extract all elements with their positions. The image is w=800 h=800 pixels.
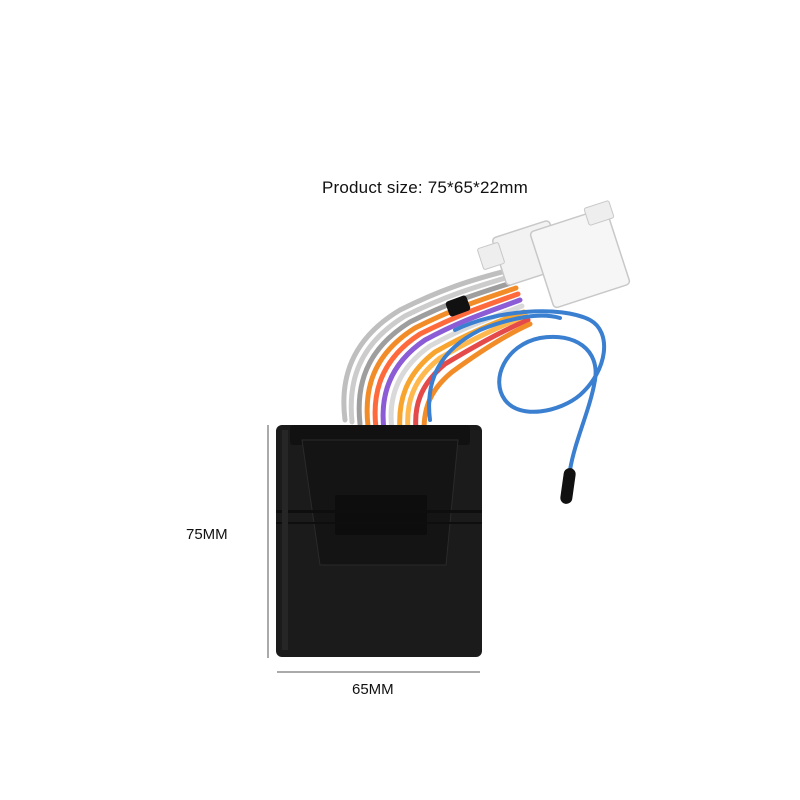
sensor-wire xyxy=(427,309,607,472)
harness-connector xyxy=(477,200,631,309)
width-dimension-label: 65MM xyxy=(352,681,394,698)
heat-shrink-sleeve xyxy=(445,295,471,317)
temperature-probe xyxy=(560,468,576,504)
control-module xyxy=(276,425,482,657)
product-size-caption: Product size: 75*65*22mm xyxy=(321,178,529,197)
wire-harness xyxy=(341,267,533,433)
height-dimension-label: 75MM xyxy=(186,526,228,543)
